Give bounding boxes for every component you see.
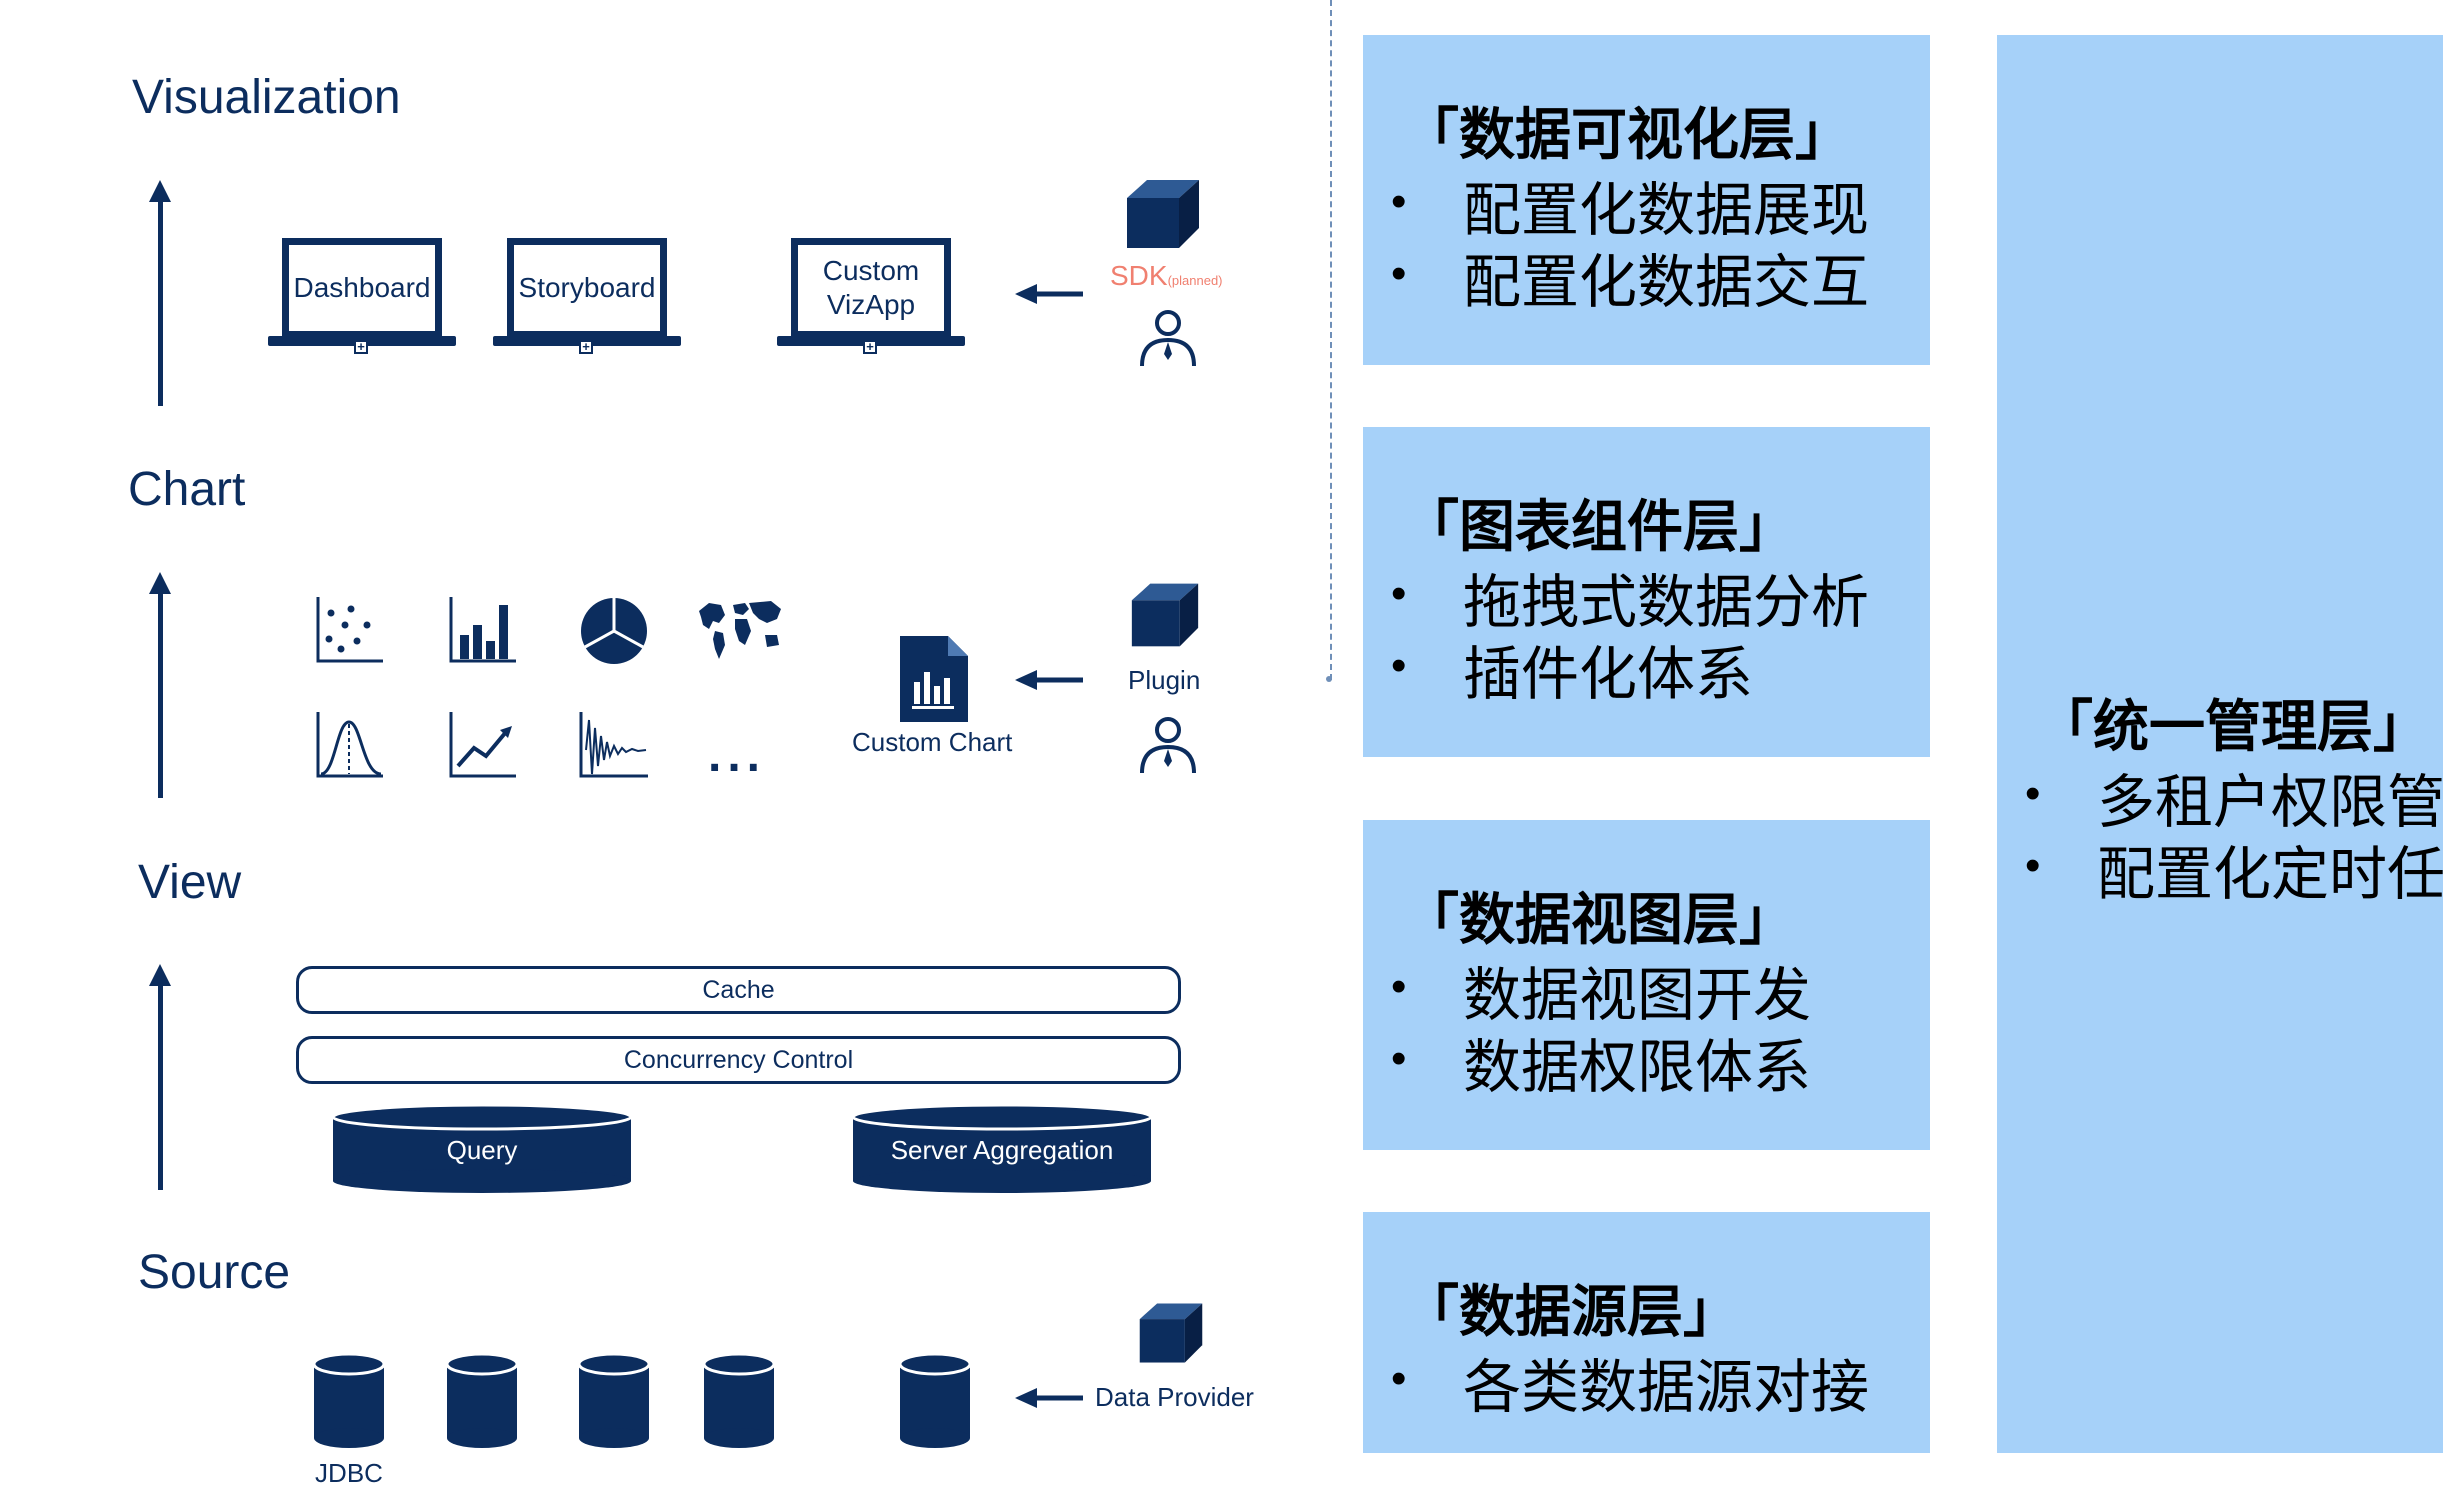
server-aggregation-disk: Server Aggregation (853, 1105, 1151, 1193)
panel-title: 「数据可视化层」 (1403, 103, 1851, 166)
laptop-screen-label: Custom VizApp (791, 238, 951, 338)
sdk-label-text: SDK (1110, 260, 1168, 291)
server-aggregation-disk-shape (853, 1105, 1151, 1193)
data-provider-label: Data Provider (1095, 1382, 1254, 1412)
panel-bullet: 拖拽式数据分析 (1463, 570, 1870, 635)
scatter-chart-icon (316, 597, 383, 663)
developer-person-icon (1140, 310, 1196, 367)
query-disk: Query (333, 1105, 631, 1193)
concurrency-control-bar: Concurrency Control (296, 1036, 1181, 1084)
custom-chart-document-icon (900, 636, 968, 722)
python-database-icon (704, 1354, 774, 1448)
bullet-dot: • (1391, 962, 1407, 1011)
expand-icon: + (354, 340, 368, 354)
panel-bullet: 多租户权限管理 (2097, 770, 2443, 835)
view-layer-title: View (138, 856, 242, 909)
panel-view-layer: 「数据视图层」 • 数据视图开发 • 数据权限体系 (1363, 820, 1930, 1150)
bullet-dot: • (1391, 249, 1407, 298)
cube-icon (1127, 180, 1199, 248)
left-arrow-icon (1015, 1388, 1083, 1408)
source-layer-title: Source (138, 1246, 291, 1299)
custom-source-database-icon (900, 1354, 970, 1448)
sdk-planned-note: (planned) (1167, 273, 1223, 288)
left-arrow-icon (1015, 284, 1083, 304)
chart-layer-title: Chart (128, 463, 246, 516)
panel-bullet: 配置化数据交互 (1463, 250, 1870, 315)
panel-chart-layer: 「图表组件层」 • 拖拽式数据分析 • 插件化体系 (1363, 427, 1930, 757)
panel-bullet: 数据视图开发 (1463, 963, 1812, 1028)
bar-chart-icon (449, 597, 516, 663)
left-arrow-icon (1015, 670, 1083, 690)
panel-bullet: 数据权限体系 (1463, 1035, 1812, 1100)
jdbc-label: JDBC (315, 1458, 383, 1488)
panel-title: 「数据源层」 (1403, 1280, 1739, 1343)
panel-visualization-layer: 「数据可视化层」 • 配置化数据展现 • 配置化数据交互 (1363, 35, 1930, 365)
bullet-dot: • (1391, 177, 1407, 226)
pie-chart-icon (581, 598, 647, 664)
file-database-icon (447, 1354, 517, 1448)
panel-title: 「统一管理层」 (2037, 695, 2429, 758)
plugin-label: Plugin (1128, 665, 1201, 695)
world-map-icon (699, 601, 781, 659)
distribution-chart-icon (316, 712, 383, 778)
dashed-divider (1330, 0, 1332, 680)
dashed-divider-end (1326, 676, 1332, 682)
more-charts-ellipsis: ... (708, 729, 767, 782)
bullet-dot: • (2025, 769, 2041, 818)
bullet-dot: • (2025, 841, 2041, 890)
line-chart-icon (449, 712, 516, 778)
cache-bar: Cache (296, 966, 1181, 1014)
jdbc-database-icon (314, 1354, 384, 1448)
panel-bullet: 配置化定时任务 (2097, 842, 2443, 907)
custom-chart-label: Custom Chart (852, 727, 1013, 757)
bullet-dot: • (1391, 1354, 1407, 1403)
bullet-dot: • (1391, 641, 1407, 690)
http-database-icon (579, 1354, 649, 1448)
cube-icon (1139, 1303, 1203, 1363)
waveform-chart-icon (579, 712, 648, 778)
visualization-layer-title: Visualization (132, 71, 401, 124)
panel-title: 「数据视图层」 (1403, 888, 1795, 951)
laptop-screen-label: Storyboard (507, 238, 667, 338)
panel-bullet: 各类数据源对接 (1463, 1355, 1870, 1420)
bullet-dot: • (1391, 569, 1407, 618)
panel-bullet: 插件化体系 (1463, 642, 1754, 707)
panel-management-layer: 「统一管理层」 • 多租户权限管理 • 配置化定时任务 (1997, 35, 2443, 1453)
bullet-dot: • (1391, 1034, 1407, 1083)
sdk-label: SDK(planned) (1110, 260, 1223, 292)
laptop-screen-label: Dashboard (282, 238, 442, 338)
panel-title: 「图表组件层」 (1403, 495, 1795, 558)
expand-icon: + (863, 340, 877, 354)
panel-bullet: 配置化数据展现 (1463, 178, 1870, 243)
expand-icon: + (579, 340, 593, 354)
query-disk-shape (333, 1105, 631, 1193)
query-label: Query (446, 1135, 518, 1165)
panel-source-layer: 「数据源层」 • 各类数据源对接 (1363, 1212, 1930, 1453)
developer-person-icon (1140, 717, 1196, 774)
server-aggregation-label: Server Aggregation (890, 1135, 1114, 1165)
cube-icon (1131, 583, 1199, 647)
